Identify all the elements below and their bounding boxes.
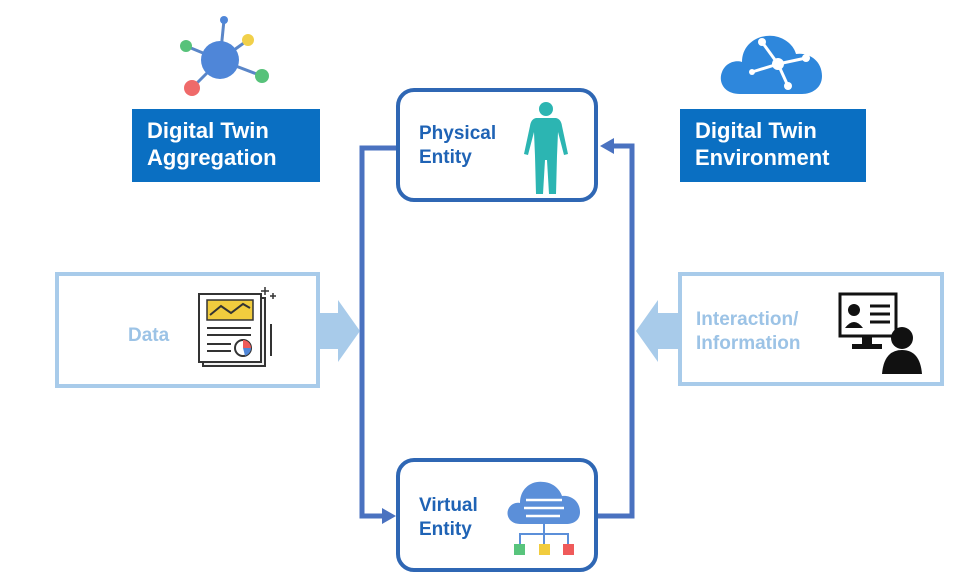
human-body-icon [524, 102, 568, 194]
connector-left [359, 145, 398, 519]
physical-entity-line1: Physical [419, 123, 497, 144]
interaction-label: Interaction/ Information [696, 308, 801, 356]
cloud-server-icon [507, 481, 580, 555]
interaction-arrow [636, 300, 678, 362]
cloud-network-icon [720, 35, 822, 94]
data-label: Data [128, 325, 170, 346]
interaction-line1: Interaction/ [696, 309, 799, 330]
virtual-entity-label: Virtual Entity [419, 494, 478, 542]
data-box: Data [55, 272, 320, 388]
environment-label-line1: Digital Twin [695, 118, 817, 143]
aggregation-label: Digital Twin Aggregation [132, 109, 320, 182]
user-monitor-icon [838, 292, 922, 374]
virtual-entity-line2: Entity [419, 519, 472, 540]
environment-label: Digital Twin Environment [680, 109, 866, 182]
interaction-box: Interaction/ Information [678, 272, 944, 386]
connector-right [598, 143, 635, 519]
physical-entity-box: Physical Entity [396, 88, 598, 202]
virtual-entity-box: Virtual Entity [396, 458, 598, 572]
aggregation-label-line2: Aggregation [147, 145, 277, 170]
physical-entity-line2: Entity [419, 147, 472, 168]
interaction-line2: Information [696, 333, 801, 354]
data-arrow [320, 300, 360, 362]
arrowhead-to-virtual [382, 508, 396, 524]
network-node-icon [180, 16, 269, 96]
physical-entity-label: Physical Entity [419, 122, 496, 170]
report-chart-icon [198, 287, 276, 367]
aggregation-label-line1: Digital Twin [147, 118, 269, 143]
environment-label-line2: Environment [695, 145, 830, 170]
virtual-entity-line1: Virtual [419, 495, 478, 516]
arrowhead-to-physical [600, 138, 614, 154]
